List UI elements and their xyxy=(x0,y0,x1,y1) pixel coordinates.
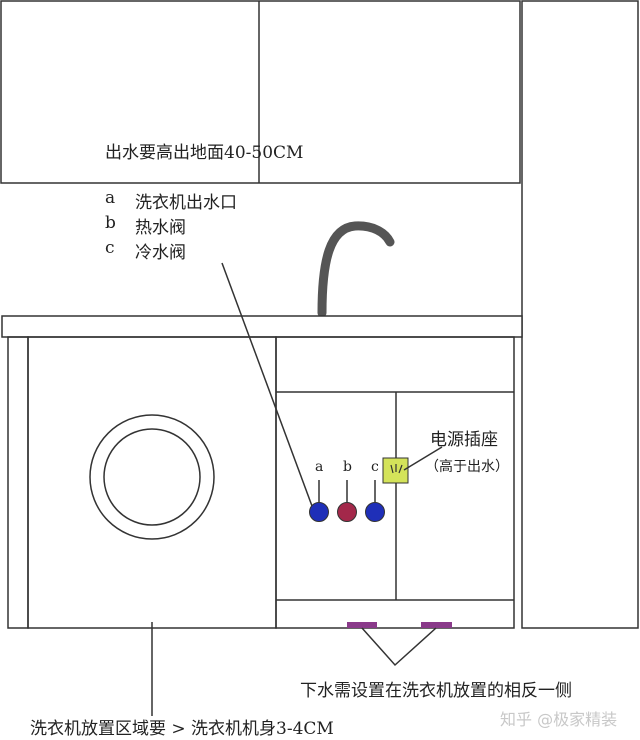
drain-note: 下水需设置在洗衣机放置的相反一侧 xyxy=(300,681,572,701)
drain-2 xyxy=(421,622,452,628)
washer-drum-outer xyxy=(89,414,215,540)
legend-label-b: 热水阀 xyxy=(135,218,186,238)
valve-label-c: c xyxy=(371,459,379,475)
legend-key-a: a xyxy=(105,188,116,208)
valve-b xyxy=(337,502,357,522)
socket-note: （高于出水） xyxy=(425,459,509,475)
countertop xyxy=(1,315,523,338)
left-panel xyxy=(7,336,29,629)
watermark: 知乎 @极家精装 xyxy=(500,710,618,729)
socket-label: 电源插座 xyxy=(430,430,498,450)
upper-cabinet xyxy=(0,0,521,184)
height-note: 出水要高出地面40-50CM xyxy=(105,143,304,163)
drain-1 xyxy=(347,622,377,628)
tall-cabinet xyxy=(521,0,639,629)
washer-area xyxy=(27,336,277,629)
leader-line-drain xyxy=(361,627,437,667)
sink-cabinet xyxy=(275,336,515,629)
legend-label-a: 洗衣机出水口 xyxy=(135,193,237,213)
valve-a xyxy=(309,502,329,522)
leader-line-socket xyxy=(403,446,443,471)
faucet xyxy=(317,221,395,318)
valve-label-a: a xyxy=(315,459,324,475)
valve-label-b: b xyxy=(343,459,352,475)
legend-label-c: 冷水阀 xyxy=(135,243,186,263)
valve-c xyxy=(365,502,385,522)
leader-line-a xyxy=(221,262,313,507)
legend-key-b: b xyxy=(105,213,116,233)
socket-holes xyxy=(390,464,403,474)
legend-key-c: c xyxy=(105,238,115,258)
washer-note: 洗衣机放置区域要 > 洗衣机机身3-4CM xyxy=(30,719,334,739)
washer-drum-inner xyxy=(103,428,201,526)
